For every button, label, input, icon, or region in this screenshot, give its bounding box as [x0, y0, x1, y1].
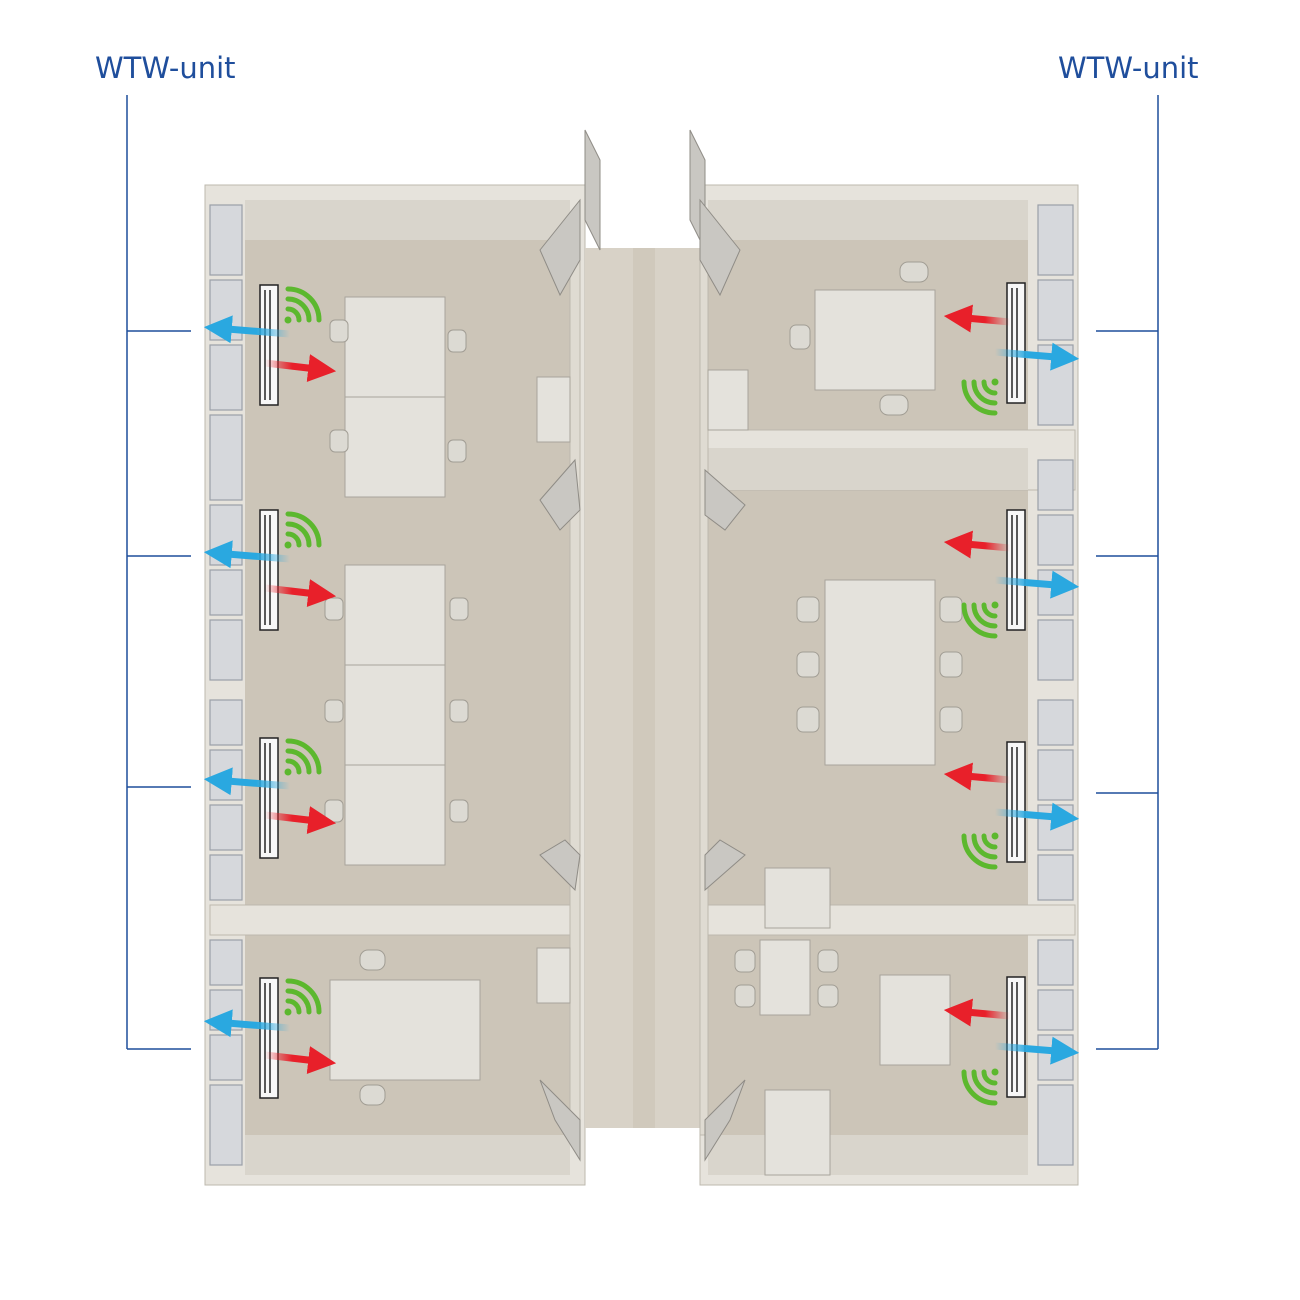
meeting-table: [824, 579, 936, 766]
wireless-signal-icon: [961, 1068, 999, 1106]
doors: [539, 129, 746, 1162]
ventilation-unit-left-3: [259, 737, 279, 859]
blue-exhaust-air-arrow-icon: [991, 570, 1080, 599]
red-supply-air-arrow-icon: [261, 354, 337, 382]
desk: [344, 664, 446, 766]
ventilation-unit-left-1: [259, 284, 279, 406]
ventilation-unit-right-2: [1006, 509, 1026, 631]
desk: [344, 296, 446, 398]
blue-exhaust-air-arrow-icon: [991, 1036, 1080, 1065]
blue-exhaust-air-arrow-icon: [991, 802, 1080, 831]
red-supply-air-arrow-icon: [943, 304, 1014, 333]
wireless-signal-icon: [961, 378, 999, 416]
cabinet: [536, 947, 571, 1004]
desk: [344, 764, 446, 866]
blue-exhaust-air-arrow-icon: [203, 1009, 294, 1038]
red-supply-air-arrow-icon: [261, 1046, 337, 1074]
exhaust-air-arrows: [203, 315, 1080, 1065]
desk: [879, 974, 951, 1066]
red-supply-air-arrow-icon: [943, 762, 1014, 791]
table: [759, 939, 811, 1016]
cabinet: [707, 369, 749, 431]
callout-lines: [126, 95, 1159, 1050]
ventilation-unit-left-2: [259, 509, 279, 631]
red-supply-air-arrow-icon: [261, 806, 337, 834]
wtw-unit-label-right: WTW-unit: [1058, 51, 1199, 85]
wireless-signal-icon: [961, 832, 999, 870]
wireless-signal-icon: [961, 601, 999, 639]
supply-air-arrows: [261, 304, 1014, 1074]
ventilation-unit-left-4: [259, 977, 279, 1099]
cabinet: [536, 376, 571, 443]
red-supply-air-arrow-icon: [943, 530, 1014, 559]
blue-exhaust-air-arrow-icon: [203, 540, 294, 569]
cabinet: [764, 867, 831, 929]
blue-exhaust-air-arrow-icon: [991, 342, 1080, 371]
desk: [329, 979, 481, 1081]
desk: [344, 564, 446, 666]
corner-office-floor: [708, 935, 1028, 1135]
ventilation-unit-right-4: [1006, 976, 1026, 1098]
cabinet: [764, 1089, 831, 1176]
red-supply-air-arrow-icon: [261, 579, 337, 607]
ventilation-units: [259, 282, 1026, 1099]
desk: [344, 396, 446, 498]
ventilation-unit-right-1: [1006, 282, 1026, 404]
red-supply-air-arrow-icon: [943, 998, 1014, 1027]
wireless-signal-icon: [284, 978, 322, 1016]
blue-exhaust-air-arrow-icon: [203, 767, 294, 796]
wireless-signal-icon: [284, 738, 322, 776]
furniture: [329, 289, 951, 1176]
blue-exhaust-air-arrow-icon: [203, 315, 294, 344]
ventilation-unit-right-3: [1006, 741, 1026, 863]
wtw-unit-label-left: WTW-unit: [95, 51, 236, 85]
wireless-signal-icon: [284, 286, 322, 324]
wireless-icons: [284, 286, 999, 1106]
desk: [814, 289, 936, 391]
wireless-signal-icon: [284, 511, 322, 549]
